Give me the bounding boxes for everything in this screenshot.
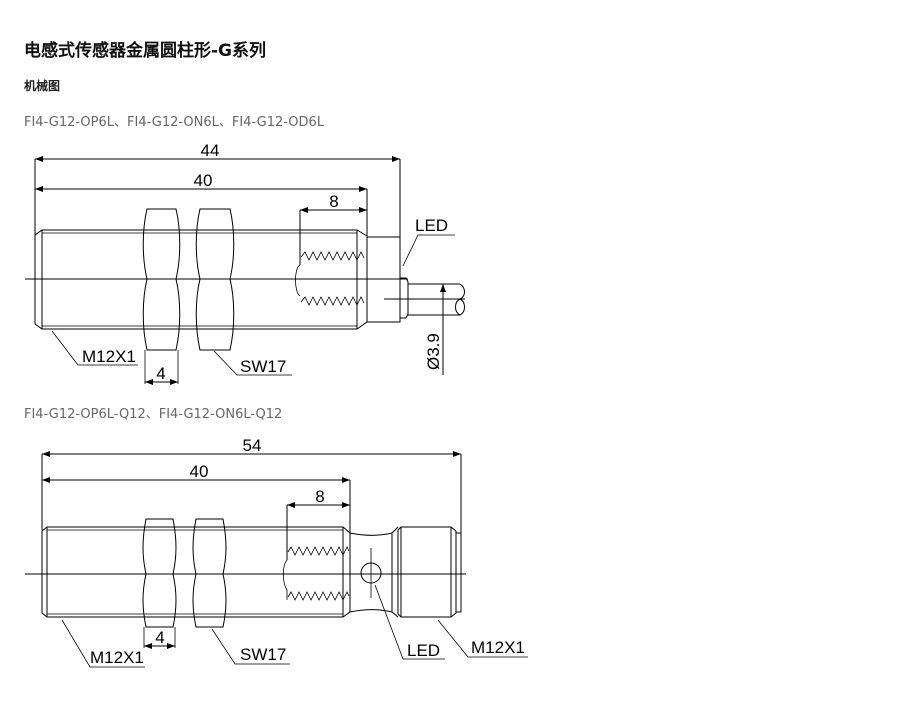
page-title: 电感式传感器金属圆柱形-G系列 [24, 41, 267, 61]
nut-icon [195, 208, 235, 351]
dim-total: 44 [201, 141, 220, 160]
label-wrench: SW17 [240, 357, 286, 376]
dim-sensing: 8 [315, 487, 324, 506]
dim-nut: 4 [156, 364, 165, 383]
section-heading: 机械图 [24, 79, 61, 93]
label-led: LED [415, 216, 448, 235]
label-thread: M12X1 [90, 648, 144, 667]
dim-body: 40 [190, 462, 209, 481]
dim-total: 54 [243, 436, 262, 455]
dim-nut: 4 [155, 628, 164, 647]
model-list-cable: FI4-G12-OP6L、FI4-G12-ON6L、FI4-G12-OD6L [24, 115, 325, 130]
model-list-connector: FI4-G12-OP6L-Q12、FI4-G12-ON6L-Q12 [24, 407, 283, 422]
nut-icon [142, 518, 177, 628]
label-connector-thread: M12X1 [471, 638, 525, 657]
nut-icon [192, 518, 227, 628]
label-wrench: SW17 [240, 645, 286, 664]
label-thread: M12X1 [82, 347, 136, 366]
led-indicator-icon [360, 548, 382, 598]
drawing-cable-version: 44 40 8 LED M12X1 4 SW17 Ø3.9 [25, 141, 465, 385]
label-led: LED [407, 641, 440, 660]
dim-sensing: 8 [329, 192, 338, 211]
nut-icon [142, 208, 181, 351]
dim-cable: Ø3.9 [424, 333, 443, 370]
dim-body: 40 [194, 171, 213, 190]
